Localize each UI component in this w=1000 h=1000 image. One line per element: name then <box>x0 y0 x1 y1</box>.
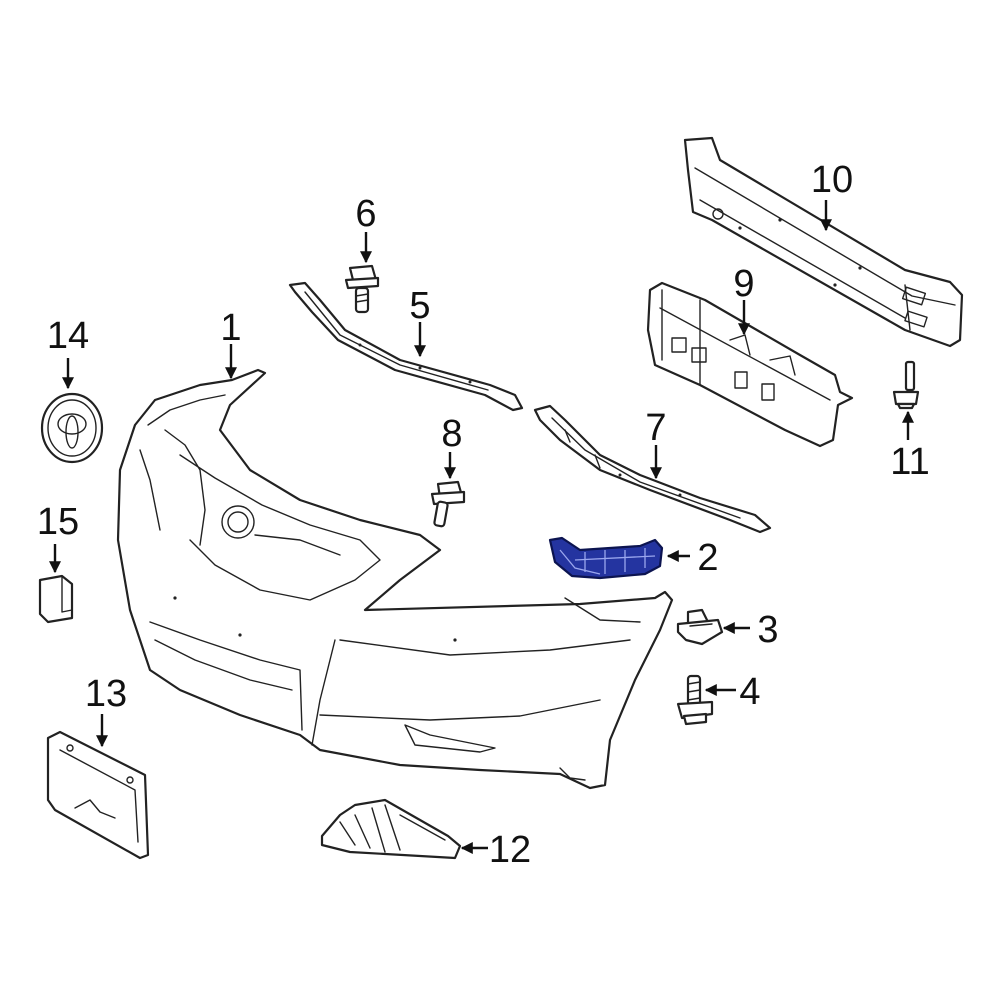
part-3-clip[interactable] <box>676 608 724 646</box>
part-11-bolt[interactable] <box>892 360 920 410</box>
callout-7: 7 <box>645 407 666 449</box>
callout-5: 5 <box>409 285 430 327</box>
callout-13: 13 <box>85 673 127 715</box>
part-8-bolt[interactable] <box>430 480 466 528</box>
part-15-cap[interactable] <box>38 574 74 624</box>
callout-8: 8 <box>441 413 462 455</box>
part-14-emblem[interactable] <box>40 392 104 464</box>
callout-4: 4 <box>739 671 760 713</box>
part-7-retainer[interactable] <box>533 404 772 534</box>
part-13-license-bracket[interactable] <box>46 730 150 860</box>
callout-6: 6 <box>355 193 376 235</box>
callout-2: 2 <box>697 537 718 579</box>
part-4-bolt[interactable] <box>676 674 714 726</box>
part-12-bezel[interactable] <box>320 798 462 860</box>
part-1-bumper-cover[interactable] <box>116 368 674 790</box>
part-9-absorber[interactable] <box>646 281 854 448</box>
part-5-retainer[interactable] <box>288 281 524 412</box>
callout-14: 14 <box>47 315 89 357</box>
callout-3: 3 <box>757 609 778 651</box>
callout-12: 12 <box>489 829 531 871</box>
part-10-reinforcement[interactable] <box>683 136 964 348</box>
callout-9: 9 <box>733 263 754 305</box>
callout-15: 15 <box>37 501 79 543</box>
callout-10: 10 <box>811 159 853 201</box>
part-6-bolt[interactable] <box>344 264 380 314</box>
part-2-bracket-highlighted[interactable] <box>548 536 664 580</box>
callout-11: 11 <box>890 441 929 483</box>
callout-1: 1 <box>220 307 241 349</box>
